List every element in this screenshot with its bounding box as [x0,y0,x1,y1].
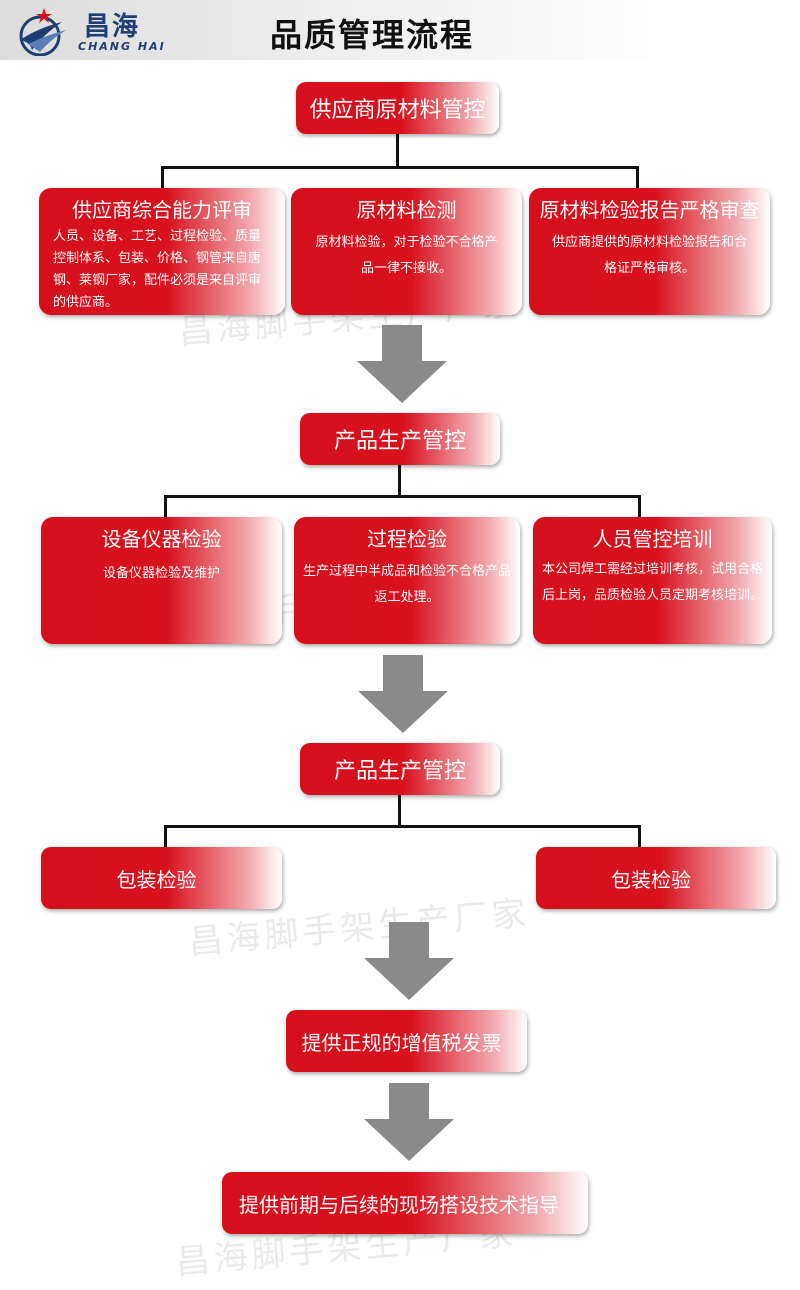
connector [638,825,641,847]
down-arrow-icon [364,922,454,1000]
connector [164,495,167,517]
connector [161,166,164,188]
down-arrow-icon [357,325,447,403]
stage1-main-box: 供应商原材料管控 [296,82,499,134]
stage3-main-box: 产品生产管控 [300,743,500,795]
stage1-item-title: 原材料检验报告严格审查 [539,198,760,222]
brand-name-cn: 昌海 [84,12,141,42]
stage1-item-box: 原材料检验报告严格审查 供应商提供的原材料检验报告和合格证严格审核。 [529,188,770,315]
stage1-item-desc: 供应商提供的原材料检验报告和合格证严格审核。 [551,235,747,276]
header-bar: 昌海 CHANG HAI 品质管理流程 [0,0,800,60]
stage2-item-title: 设备仪器检验 [101,527,222,551]
stage2-item-desc: 设备仪器检验及维护 [102,566,220,581]
connector [398,465,401,497]
brand-name-en: CHANG HAI [78,40,166,53]
connector [161,166,638,169]
stage3-main-label: 产品生产管控 [333,759,466,784]
stage3-item-box: 包装检验 [536,847,776,909]
stage4-main-label: 提供正规的增值税发票 [301,1030,502,1055]
stage2-item-desc: 生产过程中半成品和检验不合格产品返工处理。 [302,564,511,605]
stage1-main-label: 供应商原材料管控 [309,98,486,123]
connector [636,166,639,188]
stage2-item-box: 设备仪器检验 设备仪器检验及维护 [41,517,282,644]
changhai-logo-icon [19,8,66,56]
stage2-item-box: 过程检验 生产过程中半成品和检验不合格产品返工处理。 [294,517,520,644]
stage2-item-title: 人员管控培训 [592,527,713,551]
stage2-item-title: 过程检验 [367,527,447,551]
stage1-item-box: 原材料检测 原材料检验，对于检验不合格产品一律不接收。 [291,188,522,315]
stage1-item-desc: 原材料检验，对于检验不合格产品一律不接收。 [315,235,498,276]
stage1-item-title: 原材料检测 [356,198,457,222]
stage5-main-box: 提供前期与后续的现场搭设技术指导 [222,1172,588,1234]
down-arrow-icon [358,655,448,733]
stage2-item-desc: 本公司焊工需经过培训考核，试用合格后上岗，品质检验人员定期考核培训。 [541,562,763,603]
connector [398,795,401,827]
stage1-item-box: 供应商综合能力评审 人员、设备、工艺、过程检验、质量控制体系、包装、价格、钢管来… [39,188,285,315]
stage4-main-box: 提供正规的增值税发票 [286,1010,527,1072]
stage5-main-label: 提供前期与后续的现场搭设技术指导 [239,1192,559,1217]
stage3-item-title: 包装检验 [116,867,197,892]
stage3-item-box: 包装检验 [41,847,282,909]
stage3-item-title: 包装检验 [611,867,691,892]
stage1-item-title: 供应商综合能力评审 [72,198,252,222]
page-title: 品质管理流程 [270,16,475,54]
down-arrow-icon [364,1083,454,1161]
stage2-main-label: 产品生产管控 [333,429,466,454]
connector [396,134,399,168]
connector [164,825,167,847]
stage2-main-box: 产品生产管控 [300,413,500,465]
connector [164,825,641,828]
stage1-item-desc: 人员、设备、工艺、过程检验、质量控制体系、包装、价格、钢管来自唐钢、莱钢厂家，配… [53,229,262,310]
stage2-item-box: 人员管控培训 本公司焊工需经过培训考核，试用合格后上岗，品质检验人员定期考核培训… [533,517,772,644]
connector [638,495,641,517]
connector [164,495,641,498]
